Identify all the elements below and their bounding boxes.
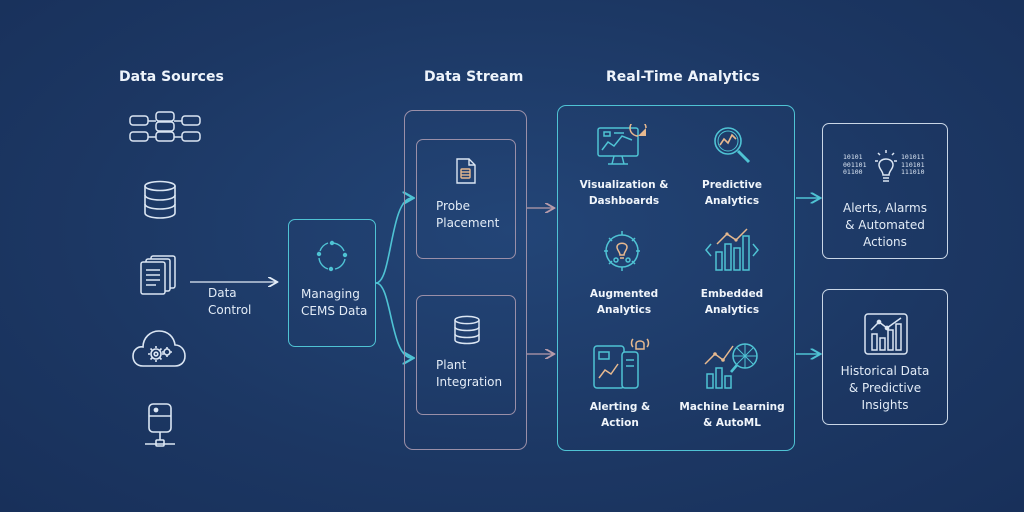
database-small-icon [453, 315, 481, 345]
analytics-label-embedded: Embedded Analytics [700, 288, 764, 316]
gear-lightbulb-icon [598, 225, 646, 273]
analytics-label-visualization: Visualization & Dashboards [579, 179, 669, 207]
data-stream-container [404, 110, 527, 450]
lightbulb-icon [873, 148, 899, 186]
document-file-icon [455, 157, 477, 185]
historical-data-label: Historical Data & Predictive Insights [840, 364, 930, 412]
server-network-icon [144, 402, 176, 448]
analytics-label-augmented: Augmented Analytics [589, 288, 659, 316]
analytics-label-alerting: Alerting & Action [589, 401, 651, 429]
magnifier-chart-icon [711, 124, 753, 166]
database-icon [143, 180, 177, 220]
probe-placement-label: Probe Placement [436, 199, 500, 230]
database-cluster-icon [128, 110, 202, 150]
dashboard-monitor-icon [596, 124, 650, 168]
documents-icon [139, 254, 179, 296]
alerts-alarms-label: Alerts, Alarms & Automated Actions [842, 201, 927, 249]
cycle-icon [316, 240, 348, 272]
heading-data-stream: Data Stream [424, 69, 524, 85]
plant-integration-label: Plant Integration [436, 358, 503, 389]
heading-real-time-analytics: Real-Time Analytics [606, 69, 760, 85]
arrow-managing-to-plant [375, 282, 412, 358]
real-time-analytics-box [557, 105, 795, 451]
heading-data-sources: Data Sources [119, 69, 224, 85]
plant-integration-box: Plant Integration [416, 295, 516, 415]
managing-cems-data-label: Managing CEMS Data [301, 287, 368, 318]
analytics-label-machine-learning: Machine Learning & AutoML [679, 401, 785, 429]
machine-learning-icon [703, 338, 761, 392]
binary-left-text: 10101 001101 01100 [843, 153, 867, 176]
arrow-managing-to-probe [375, 198, 412, 284]
data-control-label: Data Control [208, 286, 252, 317]
analytics-label-predictive: Predictive Analytics [702, 179, 762, 207]
alert-devices-icon [592, 336, 654, 392]
alerts-alarms-box: 10101 001101 01100 101011 110101 111010 … [822, 123, 948, 259]
managing-cems-data-box: Managing CEMS Data [288, 219, 376, 347]
probe-placement-box: Probe Placement [416, 139, 516, 259]
historical-chart-icon [863, 312, 909, 356]
historical-data-box: Historical Data & Predictive Insights [822, 289, 948, 425]
embedded-bar-chart-icon [705, 226, 759, 274]
binary-right-text: 101011 110101 111010 [901, 153, 925, 176]
cloud-settings-icon [131, 326, 187, 370]
